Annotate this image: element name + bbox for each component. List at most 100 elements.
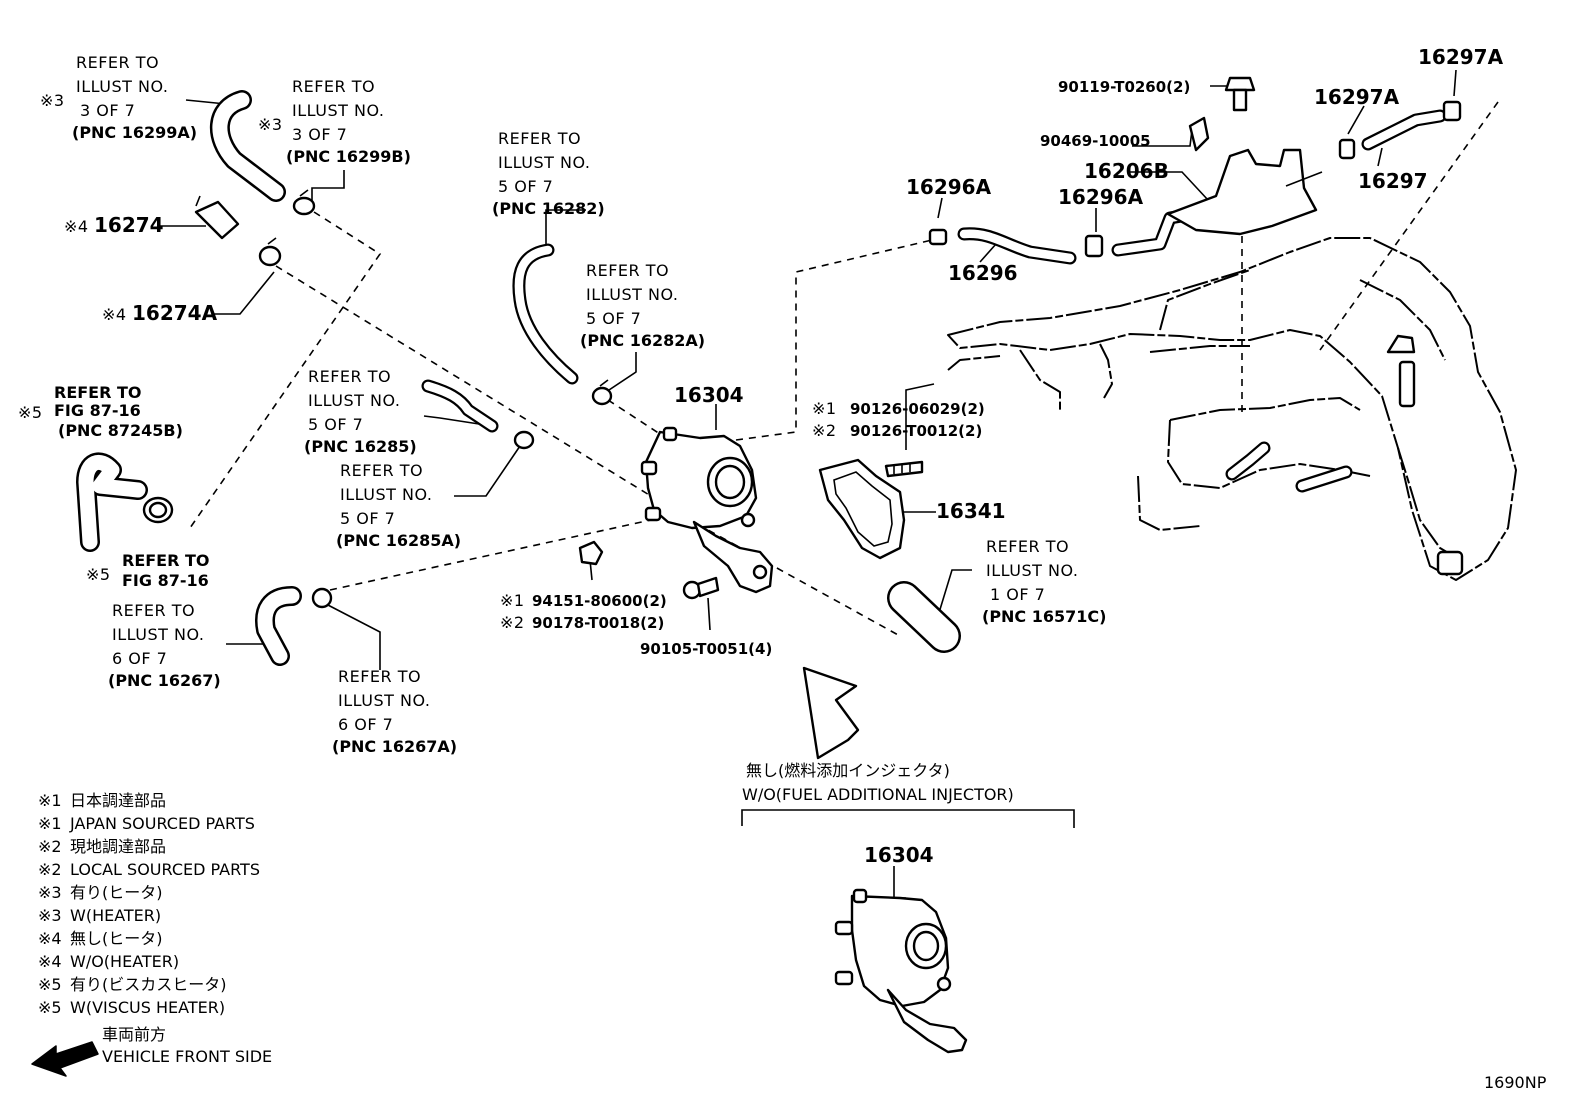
ref-line-4: (PNC 16285A) bbox=[336, 531, 461, 550]
hose-16299a bbox=[210, 90, 286, 202]
ref-fig-87-16: REFER TO FIG 87-16 ※5 bbox=[86, 551, 210, 590]
stud-90126 bbox=[884, 460, 924, 478]
ref-line-2: ILLUST NO. bbox=[292, 101, 384, 120]
ref-line-1: REFER TO bbox=[340, 461, 423, 480]
ref-line-1: REFER TO bbox=[498, 129, 581, 148]
part-16341-label: 16341 bbox=[936, 499, 1006, 523]
ref-line-3: 3 OF 7 bbox=[292, 125, 347, 144]
hose-16282 bbox=[512, 243, 579, 385]
legend-text: W(HEATER) bbox=[70, 906, 161, 925]
ref-line-3: 3 OF 7 bbox=[80, 101, 135, 120]
ref-line-2: FIG 87-16 bbox=[54, 401, 141, 420]
part-16206b-label: 16206B bbox=[1084, 159, 1169, 183]
gasket-16341 bbox=[818, 458, 906, 560]
ref-16282: REFER TO ILLUST NO. 5 OF 7 (PNC 16282) bbox=[492, 129, 605, 218]
ref-line-1: REFER TO bbox=[76, 53, 159, 72]
ref-line-2: ILLUST NO. bbox=[112, 625, 204, 644]
ref-mark: ※3 bbox=[40, 91, 65, 110]
clamp-16297a-2 bbox=[1442, 100, 1462, 122]
part-90119-label: 90119-T0260(2) bbox=[1058, 78, 1190, 96]
part-90126b-mark: ※2 bbox=[812, 421, 837, 440]
part-94151-label: 94151-80600(2) bbox=[532, 592, 667, 610]
legend-mark: ※2 bbox=[38, 860, 62, 879]
ref-16285a: REFER TO ILLUST NO. 5 OF 7 (PNC 16285A) bbox=[336, 461, 461, 550]
ref-line-1: REFER TO bbox=[986, 537, 1069, 556]
bracket-16206b bbox=[1166, 148, 1323, 236]
ref-87245b: REFER TO FIG 87-16 (PNC 87245B) ※5 bbox=[18, 383, 183, 440]
clamp-16296a-1 bbox=[928, 228, 948, 246]
ref-line-1: REFER TO bbox=[586, 261, 669, 280]
hose-16267 bbox=[255, 586, 302, 666]
front-label-jp: 車両前方 bbox=[102, 1025, 166, 1044]
ref-line-3: 5 OF 7 bbox=[308, 415, 363, 434]
ref-line-2: ILLUST NO. bbox=[586, 285, 678, 304]
legend-text: W/O(HEATER) bbox=[70, 952, 179, 971]
ref-mark: ※5 bbox=[18, 403, 43, 422]
ref-line-3: 6 OF 7 bbox=[338, 715, 393, 734]
ref-line-2: ILLUST NO. bbox=[338, 691, 430, 710]
ref-16267a: REFER TO ILLUST NO. 6 OF 7 (PNC 16267A) bbox=[332, 667, 457, 756]
part-16296a-label-1: 16296A bbox=[906, 175, 992, 199]
ref-16299b: REFER TO ILLUST NO. 3 OF 7 (PNC 16299B) … bbox=[258, 77, 411, 166]
front-label-en: VEHICLE FRONT SIDE bbox=[102, 1047, 272, 1066]
ref-line-1: REFER TO bbox=[292, 77, 375, 96]
part-16304-variant-label: 16304 bbox=[864, 843, 934, 867]
legend-mark: ※1 bbox=[38, 814, 62, 833]
part-16297a-label-2: 16297A bbox=[1418, 45, 1504, 69]
hose-16571c bbox=[887, 581, 961, 653]
part-16274a-mark: ※4 bbox=[102, 305, 127, 324]
part-90178-label: 90178-T0018(2) bbox=[532, 614, 664, 632]
hose-16297 bbox=[1361, 109, 1447, 151]
ref-line-2: ILLUST NO. bbox=[986, 561, 1078, 580]
ref-16299a: REFER TO ILLUST NO. 3 OF 7 (PNC 16299A) … bbox=[40, 53, 197, 142]
legend-text: 有り(ヒータ) bbox=[70, 883, 163, 902]
ref-line-4: (PNC 16299B) bbox=[286, 147, 411, 166]
part-90178-mark: ※2 bbox=[500, 613, 525, 632]
water-outlet-16304 bbox=[640, 426, 774, 594]
legend-text: 現地調達部品 bbox=[70, 837, 166, 856]
legend-text: JAPAN SOURCED PARTS bbox=[69, 814, 255, 833]
bolt-90105 bbox=[682, 576, 720, 600]
part-90126a-label: 90126-06029(2) bbox=[850, 400, 985, 418]
part-16274-label: 16274 bbox=[94, 213, 164, 237]
legend-mark: ※3 bbox=[38, 883, 62, 902]
part-16274-mark: ※4 bbox=[64, 217, 89, 236]
ref-line-3: 5 OF 7 bbox=[498, 177, 553, 196]
clip-90469 bbox=[1188, 116, 1210, 152]
clamp-16267a bbox=[311, 587, 333, 609]
ref-16571c: REFER TO ILLUST NO. 1 OF 7 (PNC 16571C) bbox=[982, 537, 1106, 626]
clamp-16296a-2 bbox=[1084, 234, 1104, 258]
ref-line-3: 5 OF 7 bbox=[586, 309, 641, 328]
hose-16296 bbox=[957, 227, 1077, 265]
part-90469-label: 90469-10005 bbox=[1040, 132, 1151, 150]
legend-text: 有り(ビスカスヒータ) bbox=[70, 975, 227, 994]
ref-16282a: REFER TO ILLUST NO. 5 OF 7 (PNC 16282A) bbox=[580, 261, 705, 350]
clamp-16297a-1 bbox=[1338, 138, 1356, 160]
engine-pipe-1 bbox=[1225, 441, 1271, 481]
legend-text: LOCAL SOURCED PARTS bbox=[70, 860, 260, 879]
ref-line-2: FIG 87-16 bbox=[122, 571, 209, 590]
clamp-87245b bbox=[142, 496, 174, 524]
legend-text: 日本調達部品 bbox=[70, 791, 166, 810]
legend-mark: ※5 bbox=[38, 998, 62, 1017]
variant-label-jp: 無し(燃料添加インジェクタ) bbox=[746, 761, 950, 780]
ref-line-3: 1 OF 7 bbox=[990, 585, 1045, 604]
bolt-90119 bbox=[1224, 76, 1256, 112]
part-16296-label: 16296 bbox=[948, 261, 1018, 285]
water-outlet-16304-variant bbox=[834, 888, 968, 1054]
ref-line-4: (PNC 16267) bbox=[108, 671, 221, 690]
ref-line-2: ILLUST NO. bbox=[340, 485, 432, 504]
legend-text: W(VISCUS HEATER) bbox=[70, 998, 225, 1017]
hose-87245b bbox=[76, 452, 148, 552]
legend-mark: ※4 bbox=[38, 929, 62, 948]
ref-line-4: (PNC 16299A) bbox=[72, 123, 197, 142]
ref-line-2: ILLUST NO. bbox=[308, 391, 400, 410]
legend: ※1 日本調達部品 ※1 JAPAN SOURCED PARTS ※2 現地調達… bbox=[38, 791, 260, 1017]
ref-mark: ※5 bbox=[86, 565, 111, 584]
ref-line-3: 6 OF 7 bbox=[112, 649, 167, 668]
legend-mark: ※4 bbox=[38, 952, 62, 971]
ref-line-1: REFER TO bbox=[308, 367, 391, 386]
engine-block-outline bbox=[947, 237, 1517, 581]
clamp-16274a bbox=[258, 237, 282, 267]
